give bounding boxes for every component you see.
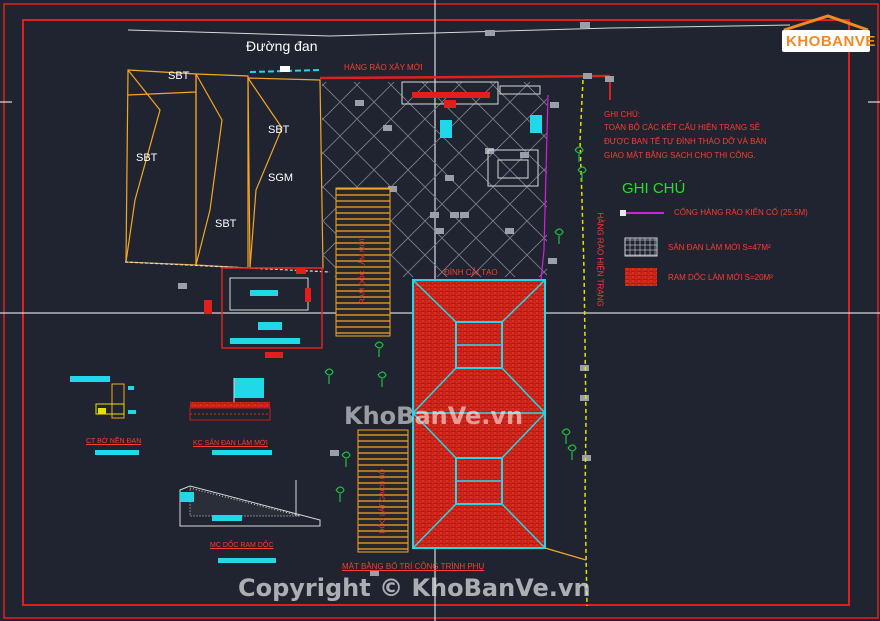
secondary-building: [204, 267, 323, 358]
house-label-1: SBT: [168, 70, 190, 82]
trees: [324, 146, 587, 502]
detail-ramp-section: [179, 480, 321, 563]
legend-item-3: RAM DỐC LÀM MỚI S=20M²: [668, 273, 773, 282]
plan-title: MẶT BẰNG BỐ TRÍ CÔNG TRÌNH PHỤ: [342, 562, 485, 571]
existing-fence: [539, 79, 588, 607]
existing-fence-label: HÀNG RÀO HIỆN TRẠNG: [595, 212, 605, 307]
logo-text: KHOBANVE: [786, 33, 876, 50]
watermark-center: KhoBanVe.vn: [344, 402, 524, 430]
ramp-label-a: RAM DỐC LÀM MỚI: [359, 238, 367, 304]
legend-item-1: CỔNG HÀNG RÀO KIẾN CỐ (25.5M): [674, 208, 808, 217]
temple-label: ĐÌNH CẢI TẠO: [444, 268, 498, 277]
existing-houses: [124, 69, 331, 273]
legend-symbols: [620, 210, 664, 286]
legend-title: GHI CHÚ: [622, 180, 686, 197]
temple-main: [412, 279, 587, 561]
house-label-5: SGM: [268, 172, 294, 184]
detail-1-label: CT BỜ NỀN ĐAN: [86, 438, 142, 445]
site-markers: [178, 73, 614, 576]
ramp-new: [335, 187, 409, 553]
house-label-4: SBT: [268, 124, 290, 136]
khobanve-logo: [782, 14, 870, 52]
road-label: Đường đan: [246, 38, 318, 54]
watermark-footer: Copyright © KhoBanVe.vn: [238, 574, 591, 602]
house-label-3: SBT: [215, 218, 237, 230]
road-edge: [127, 22, 791, 73]
detail-curb: [70, 376, 139, 455]
notes-line-3: GIAO MẶT BẰNG SẠCH CHO THI CÔNG.: [604, 151, 756, 160]
ramp-label-b: DỐC LÁT GẠCH BỔ: [379, 469, 387, 534]
notes-line-1: TOÀN BỘ CÁC KẾT CẤU HIỆN TRẠNG SẼ: [604, 123, 761, 132]
notes-line-2: ĐƯỢC BAN TẾ TỰ ĐÌNH THÁO DỠ VÀ BÀN: [604, 137, 767, 146]
house-label-2: SBT: [136, 152, 158, 164]
detail-3-label: MC DỐC RAM DỐC: [210, 542, 274, 549]
detail-2-label: KC SÂN ĐAN LÀM MỚI: [193, 440, 268, 447]
detail-slab: [189, 378, 272, 455]
new-fence-label: HÀNG RÀO XÂY MỚI: [344, 63, 423, 72]
gate-structure: [401, 81, 542, 138]
outbuilding: [487, 149, 539, 187]
notes-heading: GHI CHÚ:: [604, 110, 640, 119]
legend-item-2: SÂN ĐAN LÀM MỚI S=47M²: [668, 243, 771, 252]
